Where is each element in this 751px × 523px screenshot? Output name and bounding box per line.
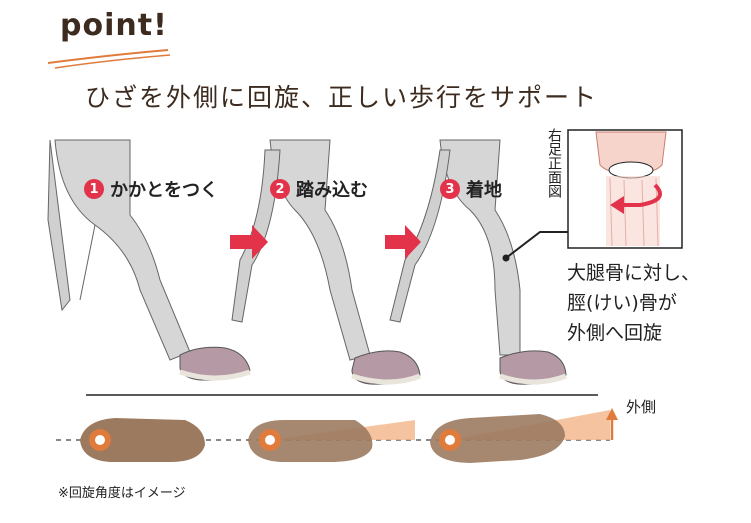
step-1-label: かかとをつく: [110, 180, 218, 201]
step-2-label: 踏み込む: [296, 180, 368, 201]
rotation-description-line-3: 外側へ回旋: [567, 322, 663, 344]
rotation-description-line-1: 大腿骨に対し、: [567, 262, 701, 284]
step-3-label: 着地: [466, 180, 502, 201]
step-1-number: 1: [84, 179, 104, 199]
step-3-number: 3: [440, 179, 460, 199]
rotation-arrow: [620, 183, 662, 207]
step-1: 1 かかとをつく: [84, 176, 218, 202]
step-2: 2 踏み込む: [270, 176, 368, 202]
footnote: ※回旋角度はイメージ: [58, 486, 186, 501]
shoe-1: [179, 346, 251, 381]
step-2-number: 2: [270, 179, 290, 199]
sole-3: [430, 414, 565, 463]
knee-diagram: [595, 131, 667, 247]
step-arrow-1: [230, 225, 268, 259]
point-label: point!: [60, 8, 168, 43]
sole-2: [248, 420, 373, 462]
point-underline-2: [54, 54, 171, 69]
outer-side-label: 外側: [626, 398, 657, 416]
shoe-3: [499, 350, 567, 385]
step-3: 3 着地: [440, 176, 502, 202]
step-arrow-2: [385, 225, 421, 259]
sole-1: [80, 418, 205, 462]
outer-arrow-head: [606, 408, 618, 420]
front-view-label: 右足正面図: [546, 128, 562, 198]
rotation-description-line-2: 脛(けい)骨が: [567, 292, 677, 314]
headline: ひざを外側に回旋、正しい歩行をサポート: [85, 83, 599, 112]
shoe-2: [351, 350, 421, 385]
callout-line: [505, 231, 568, 259]
point-underline: [47, 49, 169, 64]
